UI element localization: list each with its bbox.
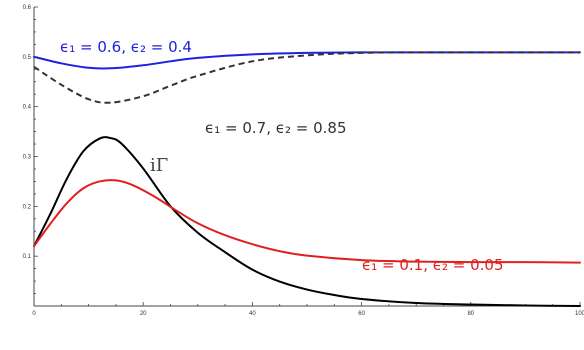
x-tick-label: 20 (140, 311, 147, 317)
x-tick-label: 0 (32, 311, 36, 317)
black-series-annotation: iΓ (150, 155, 168, 176)
y-tick-label: 0.1 (23, 254, 32, 260)
x-tick-label: 100 (575, 311, 584, 317)
blue-series-annotation: ϵ₁ = 0.6, ϵ₂ = 0.4 (60, 38, 192, 56)
y-tick-label: 0.2 (23, 204, 32, 210)
annotations: ϵ₁ = 0.6, ϵ₂ = 0.4 ϵ₁ = 0.7, ϵ₂ = 0.85 i… (60, 38, 503, 274)
series-layer (33, 51, 581, 307)
x-tick-label: 60 (358, 311, 365, 317)
y-tick-label: 0.6 (23, 5, 32, 11)
red-series-line (33, 179, 581, 264)
blue-series-line (33, 51, 581, 70)
y-tick-label: 0.3 (23, 155, 32, 161)
x-tick-label: 40 (249, 311, 256, 317)
black-series-line (33, 136, 581, 307)
red-series-annotation: ϵ₁ = 0.1, ϵ₂ = 0.05 (362, 256, 503, 274)
dashed-series-line (33, 51, 580, 104)
dashed-series-annotation: ϵ₁ = 0.7, ϵ₂ = 0.85 (205, 119, 346, 137)
y-tick-label: 0.4 (23, 105, 32, 111)
x-tick-label: 80 (467, 311, 474, 317)
y-tick-label: 0.5 (23, 55, 32, 61)
